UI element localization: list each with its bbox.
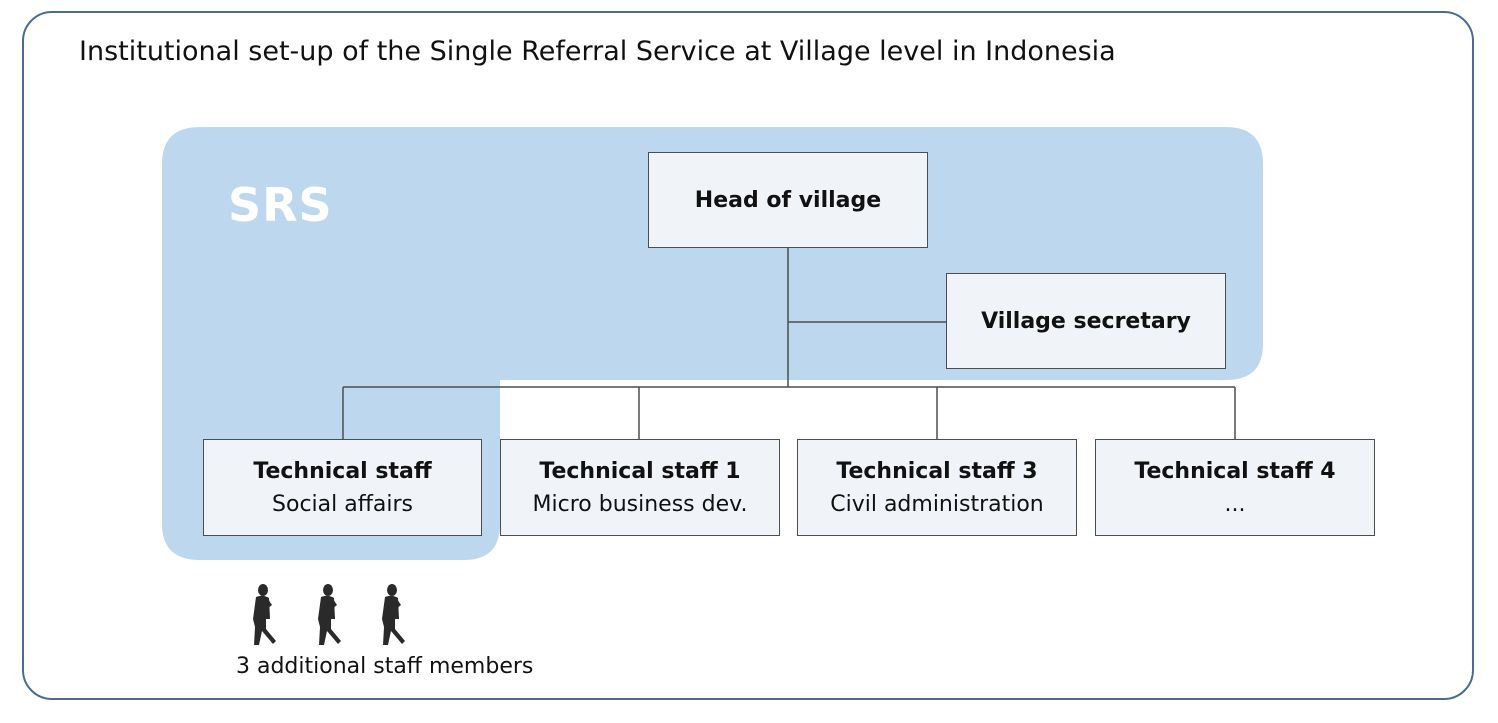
staff-title: Technical staff 1: [539, 458, 741, 484]
staff-box-3: Technical staff 3 Civil administration: [797, 439, 1077, 536]
srs-label: SRS: [228, 178, 333, 232]
staff-title: Technical staff 4: [1134, 458, 1336, 484]
head-of-village-box: Head of village: [648, 152, 928, 248]
staff-subtitle: Social affairs: [272, 491, 413, 517]
diagram-frame: [22, 11, 1474, 700]
staff-subtitle: ...: [1224, 491, 1246, 517]
village-secretary-label: Village secretary: [981, 308, 1191, 334]
person-icon: [318, 584, 341, 645]
connector-lines: [342, 248, 1236, 439]
staff-box-4: Technical staff 4 ...: [1095, 439, 1375, 536]
staff-title: Technical staff: [253, 458, 432, 484]
staff-title: Technical staff 3: [836, 458, 1038, 484]
staff-subtitle: Micro business dev.: [532, 491, 748, 517]
additional-staff-caption: 3 additional staff members: [236, 654, 534, 679]
staff-subtitle: Civil administration: [830, 491, 1044, 517]
head-of-village-label: Head of village: [694, 187, 882, 213]
diagram-title: Institutional set-up of the Single Refer…: [79, 36, 1116, 67]
staff-box-1: Technical staff 1 Micro business dev.: [500, 439, 780, 536]
village-secretary-box: Village secretary: [946, 273, 1226, 369]
person-icon: [253, 584, 276, 645]
staff-box-social: Technical staff Social affairs: [203, 439, 482, 536]
person-icon: [382, 584, 405, 645]
